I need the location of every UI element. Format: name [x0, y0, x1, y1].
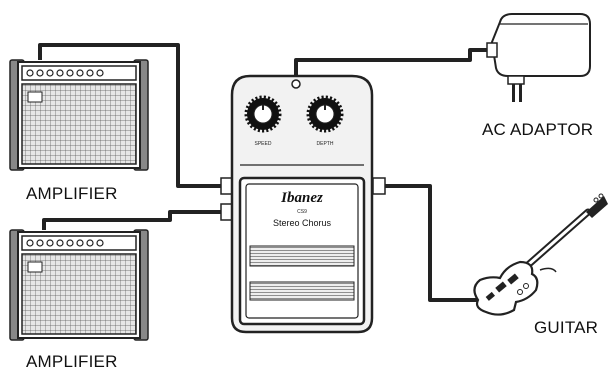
model-code: CS9 [297, 209, 307, 215]
guitar-icon [473, 193, 608, 316]
amplifier-top [9, 59, 149, 171]
ac-adaptor [486, 13, 591, 102]
cable-ac-adaptor [294, 48, 492, 78]
amplifier-bottom [9, 229, 149, 341]
ac-adaptor-label: AC ADAPTOR [482, 120, 594, 139]
speed-knob-label: SPEED [255, 141, 272, 147]
cable-to-amplifier-bottom [42, 210, 230, 230]
guitar-label: GUITAR [534, 318, 599, 337]
depth-knob-label: DEPTH [317, 141, 334, 147]
depth-knob [306, 95, 344, 133]
cable-guitar [378, 184, 488, 302]
brand-logo: Ibanez [280, 190, 323, 206]
speed-knob [244, 95, 282, 133]
amplifier-bottom-label: AMPLIFIER [26, 352, 118, 371]
pedal-ibanez-cs9: SPEED DEPTH Ibanez CS9 Stereo Chorus [220, 74, 386, 334]
model-name: Stereo Chorus [273, 218, 332, 228]
amplifier-top-label: AMPLIFIER [26, 184, 118, 203]
cable-to-amplifier-top [38, 43, 230, 188]
